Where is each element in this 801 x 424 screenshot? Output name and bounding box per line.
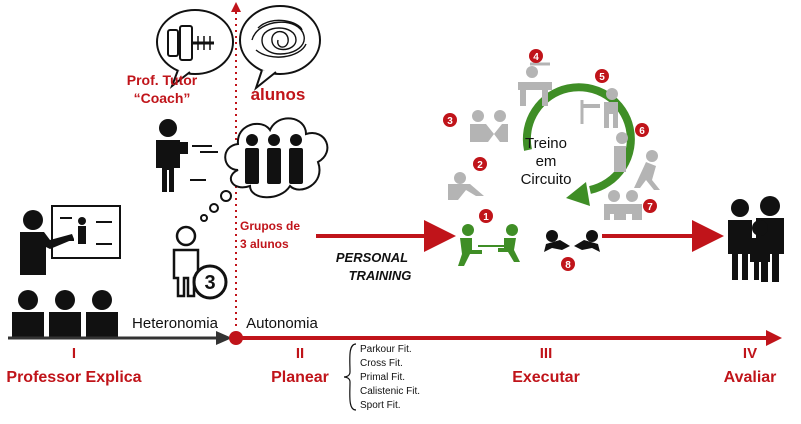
timeline-right-label: Autonomia [246,315,318,332]
stage-2-label: Planear [271,369,329,386]
stage-1-label: Professor Explica [6,369,141,386]
timeline-heteronomy-arrowhead [216,331,232,345]
station-situp-icon [544,230,600,252]
timeline-left-label: Heteronomia [132,315,219,332]
coach-label-line2: “Coach” [134,90,191,106]
stage-4-numeral: IV [743,345,757,362]
stage-3-numeral: III [540,345,553,362]
stage-4-label: Avaliar [724,369,777,386]
fit-list-item: Sport Fit. [360,400,401,411]
classroom-icon [12,205,121,338]
station-badge-3: 3 [447,116,453,127]
timeline-pivot-dot [229,331,243,345]
stage-1-numeral: I [72,345,76,362]
station-badge-1: 1 [483,212,489,223]
station-badge-4: 4 [533,52,539,63]
fit-list-bracket [343,343,357,411]
stage-3-label: Executar [512,369,580,386]
personal-training-line2: TRAINING [349,268,412,283]
groups-label-line2: 3 alunos [240,237,289,251]
station-figures-grey [448,62,660,220]
station-badge-5: 5 [599,72,605,83]
station-badge-6: 6 [639,126,645,137]
station-badge-8: 8 [565,260,571,271]
circuit-label-line2: em [536,153,557,170]
evaluation-group-icon [728,196,784,282]
students-label: alunos [251,85,306,104]
coach-label-line1: Prof. Tutor [127,72,198,88]
circuit-label-line3: Circuito [521,171,572,188]
station-badges: 1 2 3 4 5 6 7 8 [443,49,657,271]
coach-figure-icon [156,119,218,192]
group-thought-cloud [200,117,329,222]
fit-list-item: Cross Fit. [360,358,403,369]
fit-list-item: Parkour Fit. [360,344,412,355]
coach-thought-bubble [156,9,234,89]
station-badge-7: 7 [647,202,653,213]
timeline-autonomy-arrowhead [766,330,782,346]
station-badge-2: 2 [477,160,483,171]
stage-2-numeral: II [296,345,304,362]
divider-arrowhead [231,2,241,12]
fit-list-item: Primal Fit. [360,372,405,383]
students-thought-bubble [239,5,321,91]
station-partner-pull-icon [458,224,520,266]
fit-list-item: Calistenic Fit. [360,386,420,397]
groups-label-line1: Grupos de [240,219,300,233]
circuit-label-line1: Treino [525,135,567,152]
group-member-icon [172,225,228,300]
personal-training-line1: PERSONAL [336,250,408,265]
group-size-badge: 3 [204,272,215,294]
